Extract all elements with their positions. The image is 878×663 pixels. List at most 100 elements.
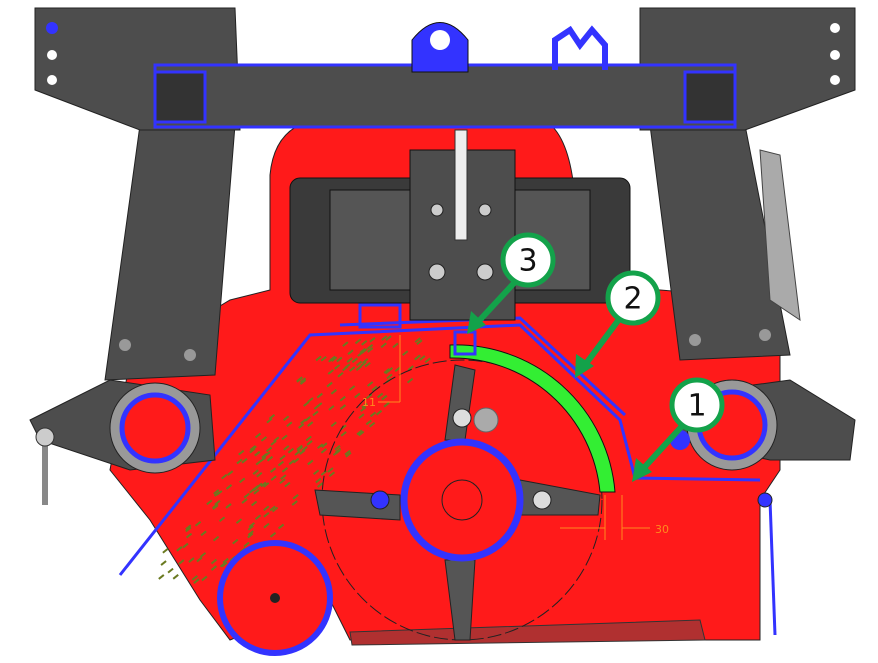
- grass-dash: [299, 449, 306, 455]
- grass-dash: [367, 347, 374, 353]
- grass-dash: [301, 445, 308, 452]
- grass-dash: [256, 471, 263, 478]
- grass-dash: [172, 574, 179, 580]
- grass-dash: [392, 342, 399, 349]
- grass-dash: [249, 487, 256, 494]
- grass-dash: [306, 440, 313, 446]
- grass-dash: [327, 369, 334, 375]
- grass-dash: [366, 344, 374, 350]
- grass-dash: [316, 392, 323, 399]
- grass-dash: [260, 481, 267, 488]
- grass-dash: [328, 405, 335, 411]
- grass-dash: [416, 339, 423, 345]
- grass-dash: [210, 558, 218, 565]
- grass-dash: [264, 451, 271, 458]
- grass-dash: [227, 470, 234, 476]
- grass-dash: [241, 498, 248, 504]
- grass-dash: [212, 504, 219, 511]
- grass-dash: [194, 520, 202, 527]
- grass-dash: [266, 455, 274, 462]
- grass-dash: [196, 556, 203, 563]
- grass-dash: [252, 469, 259, 475]
- grass-dash: [328, 471, 336, 478]
- grass-dash: [371, 385, 378, 392]
- rotor-hub: [400, 438, 524, 562]
- grass-dash: [279, 454, 286, 461]
- grass-dash: [239, 477, 246, 484]
- grass-dash: [355, 365, 363, 371]
- grass-dash: [263, 511, 270, 518]
- grass-dash: [270, 440, 277, 446]
- grass-dash: [283, 445, 290, 451]
- grass-dash: [221, 473, 228, 480]
- grass-dash: [361, 340, 368, 346]
- grass-dash: [375, 409, 383, 416]
- grass-dash: [337, 371, 344, 378]
- grass-dash: [263, 505, 270, 512]
- callout-arrows: [467, 279, 686, 482]
- grass-dash: [356, 429, 363, 436]
- grass-dash: [260, 436, 268, 442]
- grass-dash: [424, 357, 431, 364]
- frame-arms: [104, 124, 801, 381]
- grass-dash: [255, 459, 262, 466]
- grass-dash: [358, 430, 365, 437]
- callout-2-label: 2: [623, 282, 642, 317]
- grass-dash: [414, 337, 421, 343]
- grass-dash: [160, 560, 167, 566]
- grass-dash: [253, 489, 260, 495]
- grass-dash: [316, 482, 324, 488]
- grass-dash: [377, 392, 384, 399]
- grass-dash: [305, 435, 312, 442]
- grass-dash: [241, 458, 248, 464]
- grass-dash: [369, 411, 377, 418]
- grass-dash: [269, 505, 276, 512]
- grass-dash: [312, 410, 319, 417]
- grass-dash: [344, 449, 351, 456]
- grass-dash: [361, 402, 368, 409]
- grass-dash: [291, 500, 298, 506]
- grass-dash: [345, 451, 352, 458]
- grass-dash: [366, 393, 373, 399]
- grass-dash: [339, 395, 346, 402]
- grass-dash: [419, 355, 426, 361]
- grass-dash: [212, 503, 219, 509]
- grass-dash: [292, 494, 299, 500]
- grass-dash: [296, 444, 303, 451]
- grass-dash: [193, 578, 200, 584]
- deflector-plate: [449, 344, 616, 493]
- grass-dash: [361, 348, 368, 354]
- grass-dash: [362, 358, 369, 364]
- grass-dash: [200, 530, 207, 537]
- guard-rods: [118, 303, 777, 636]
- grass-dash: [330, 421, 337, 428]
- grass-dash: [344, 363, 351, 369]
- grass-dash: [300, 418, 307, 425]
- grass-dash: [315, 355, 322, 362]
- grass-dash: [332, 450, 340, 456]
- grass-dash: [354, 392, 361, 399]
- grass-dash: [263, 522, 270, 529]
- grass-dash: [386, 373, 393, 380]
- grass-dash: [307, 459, 314, 466]
- grass-dash: [360, 406, 367, 412]
- grass-dash: [299, 377, 307, 383]
- grass-dash: [268, 413, 276, 420]
- grass-dash: [243, 541, 250, 548]
- grass-dash: [238, 449, 245, 456]
- grass-dash: [359, 347, 366, 354]
- grass-dash: [266, 417, 273, 424]
- grass-dash: [286, 421, 293, 428]
- grass-dash: [303, 401, 310, 407]
- grass-dash: [342, 341, 349, 347]
- grass-dash: [326, 381, 333, 388]
- grass-dash: [216, 490, 223, 496]
- grass-dash: [367, 381, 374, 387]
- grass-dash: [250, 445, 257, 452]
- grass-dash: [339, 404, 347, 410]
- grass-dash: [315, 477, 322, 484]
- grass-dash: [414, 354, 421, 361]
- grass-dash: [321, 442, 328, 448]
